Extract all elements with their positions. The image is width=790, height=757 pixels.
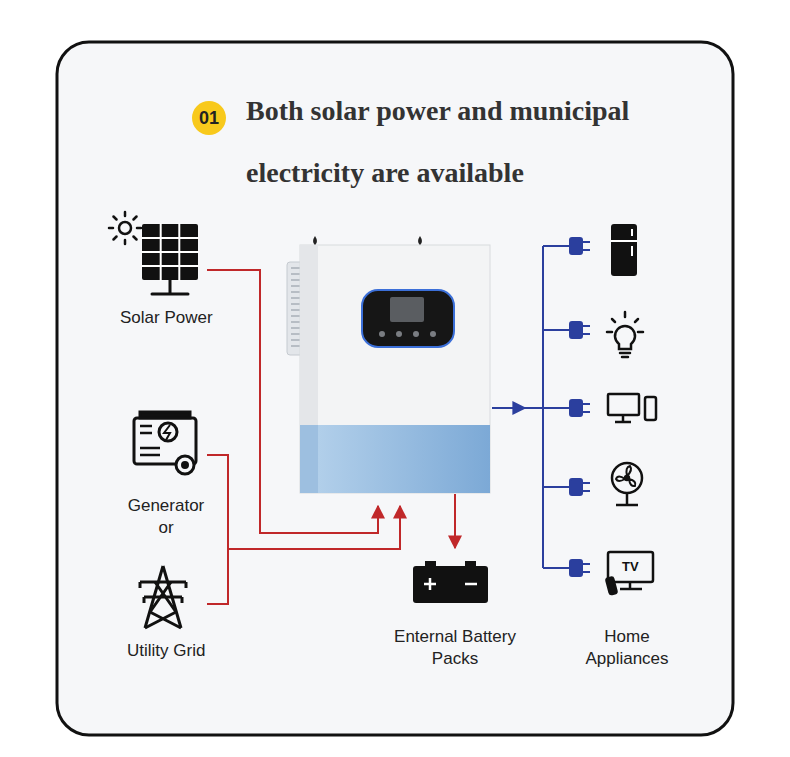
output-wires [492,246,570,568]
node-text: Enternal Battery Packs [381,626,529,670]
diagram-title: Both solar power and municipal electrici… [246,80,696,204]
caption-block: Utility Grid [127,640,205,662]
caption-block: Solar Power [120,307,213,329]
node-text: Utility Grid [127,640,205,662]
solar-icon [109,212,198,294]
tv-icon [606,552,653,595]
bulb-icon [607,312,643,357]
number-badge [192,101,226,135]
battery-icon [413,561,488,603]
plug-icons [570,238,590,576]
node-text: Generator or [120,495,212,539]
node-text: Home Appliances [575,626,679,670]
computer-icon [608,394,656,422]
caption-block: Generator or [120,495,212,539]
fridge-icon [611,224,637,276]
tower-icon [140,566,186,628]
node-text: Solar Power [120,307,213,329]
generator-icon [134,412,196,474]
input-wires [207,270,455,604]
inverter-illustration [287,236,490,493]
caption-block: Home Appliances [575,626,679,670]
callout-number: 01 [199,108,219,129]
screen-label: TV [622,559,639,574]
panel-frame [57,42,733,735]
caption-block: Enternal Battery Packs [381,626,529,670]
fan-icon [612,463,642,505]
